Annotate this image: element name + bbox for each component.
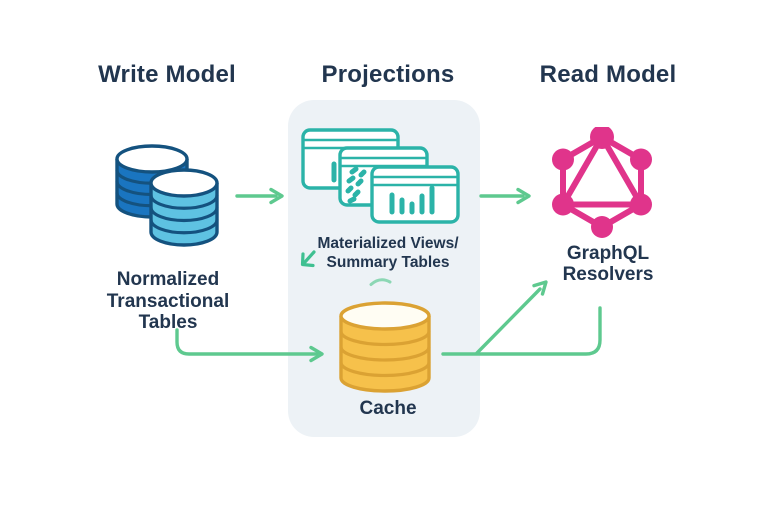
projections-title: Projections [321, 61, 455, 88]
bar-chart-marks [389, 185, 435, 215]
caption-line: Normalized [116, 269, 220, 290]
projections-to-read-arrow [479, 187, 531, 205]
write-to-projections-arrow [235, 187, 284, 205]
scatter-marks [345, 166, 367, 204]
database-stack-icon [115, 144, 219, 247]
cache-database-icon [339, 301, 431, 393]
caption-line: Summary Tables [326, 254, 450, 271]
caption-line: Tables [138, 312, 198, 333]
write-model-caption: Normalized Transactional Tables [68, 269, 268, 334]
caption-line: GraphQL [566, 243, 650, 264]
cache-caption: Cache [359, 398, 417, 419]
materialized-views-cards-icon [301, 128, 460, 224]
caption-line: Resolvers [562, 264, 654, 285]
graphql-resolvers-caption: GraphQL Resolvers [508, 243, 708, 285]
write-model-title: Write Model [98, 61, 236, 88]
caption-line: Transactional [106, 290, 230, 312]
read-model-title: Read Model [539, 61, 677, 88]
caption-line: Materialized Views/ [317, 235, 459, 252]
graphql-logo-icon [552, 127, 652, 238]
materialized-views-caption: Materialized Views/ Summary Tables [288, 234, 488, 272]
cache-to-resolvers-diagonal-arrow [475, 280, 548, 355]
